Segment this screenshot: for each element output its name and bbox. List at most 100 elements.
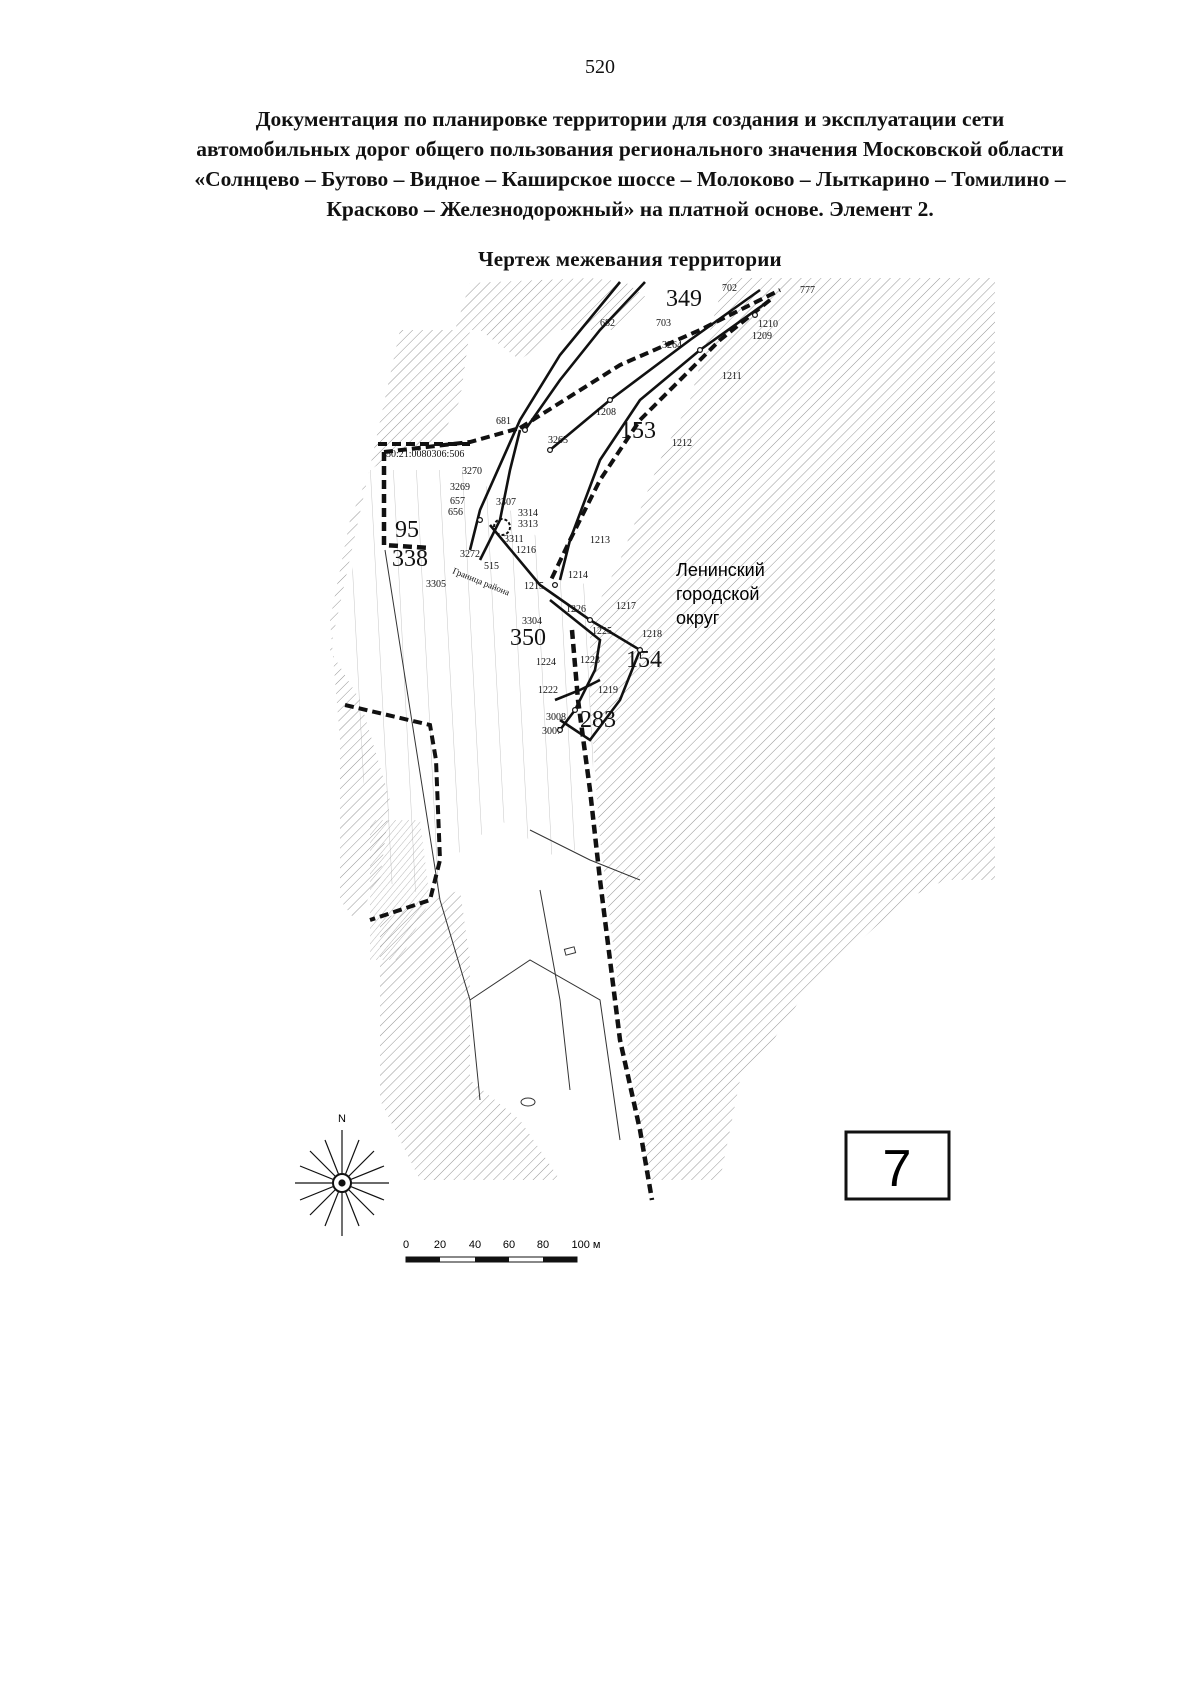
cadastral-line-3 [529, 829, 641, 881]
hatched-area-east [590, 278, 995, 1180]
boundary-dashed-153 [548, 298, 772, 583]
lined-area-center [340, 470, 600, 900]
road-line-8 [554, 678, 601, 702]
compass-rose: N [295, 1113, 389, 1236]
point-marker [521, 427, 528, 434]
point-label: 3269 [450, 482, 470, 493]
boundary-dashed-west [381, 452, 431, 551]
parcel-numbers: 349 153 95 338 350 154 283 [392, 286, 702, 733]
point-label: 682 [600, 318, 615, 329]
scale-tick-label: 40 [469, 1239, 481, 1251]
pond-outline [520, 1097, 536, 1107]
point-label: 1224 [536, 657, 556, 668]
scale-tick-label: 80 [537, 1239, 549, 1251]
boundary-lines [344, 288, 781, 1201]
point-marker [551, 581, 558, 588]
point-label: 777 [800, 285, 815, 296]
point-marker [586, 616, 593, 623]
point-label: 656 [448, 507, 463, 518]
parcel-number-95: 95 [395, 517, 419, 543]
title-line-2: автомобильных дорог общего пользования р… [196, 137, 1064, 161]
point-labels: 702 777 682 703 1210 1209 3264 1211 681 … [426, 283, 815, 737]
parcel-number-283: 283 [580, 707, 616, 733]
point-marker [556, 726, 563, 733]
road-line-1 [468, 281, 622, 551]
point-marker [636, 646, 643, 653]
cadastral-line-4 [539, 889, 571, 1091]
scale-tick-label: 60 [503, 1239, 515, 1251]
boundary-dashed-east [569, 629, 655, 1201]
point-marker [751, 312, 758, 319]
point-label: 3272 [460, 549, 480, 560]
point-label: 1211 [722, 371, 742, 382]
point-markers [477, 312, 758, 733]
scale-tick-label: 100 м [572, 1239, 601, 1251]
point-label: 1219 [598, 685, 618, 696]
region-label: Ленинский городской округ [676, 560, 765, 628]
scale-bar-segment [543, 1257, 577, 1262]
scale-tick-label: 20 [434, 1239, 446, 1251]
sheet-number-box: 7 [844, 1130, 951, 1201]
point-label: 3304 [522, 616, 542, 627]
hatched-area-north [455, 278, 650, 360]
scale-tick-label: 0 [403, 1239, 409, 1251]
cadastral-line-1 [384, 549, 481, 1101]
point-label: 1225 [592, 626, 612, 637]
region-label-line-3: округ [676, 608, 720, 628]
point-label: 1222 [538, 685, 558, 696]
point-label: 3264 [662, 340, 682, 351]
parcel-number-338: 338 [392, 546, 428, 572]
scale-bar: 0 20 40 60 80 100 м [403, 1239, 601, 1263]
boundary-dashed-road-north [518, 288, 781, 430]
scale-bar-segment [406, 1257, 440, 1262]
parcel-number-349: 349 [666, 286, 702, 312]
title-line-1: Документация по планировке территории дл… [255, 107, 1005, 131]
point-label: 1210 [758, 319, 778, 330]
point-label: 3270 [462, 466, 482, 477]
scale-bar-segment [475, 1257, 509, 1262]
region-label-line-2: городской [676, 584, 759, 604]
region-label-line-1: Ленинский [676, 560, 765, 580]
point-marker [606, 397, 613, 404]
cadastral-number-label: 50:21:0080306:506 [386, 449, 464, 460]
point-label: 1223 [580, 655, 600, 666]
point-label: 3007 [542, 726, 562, 737]
small-parcel-ring [493, 518, 511, 536]
compass-star-icon [295, 1130, 389, 1236]
point-label: 1217 [616, 601, 636, 612]
point-label: 1218 [642, 629, 662, 640]
parcel-number-350: 350 [510, 625, 546, 651]
point-label: 1226 [566, 604, 586, 615]
parcel-number-153: 153 [620, 418, 656, 444]
point-label: 3307 [496, 497, 516, 508]
point-marker [546, 447, 553, 454]
boundary-dashed-southwest [344, 703, 443, 922]
point-label: 1214 [568, 570, 588, 581]
title-line-3: «Солнцево – Бутово – Видное – Каширское … [194, 167, 1066, 191]
map-title: Чертеж межевания территории [478, 247, 782, 271]
point-label: 657 [450, 496, 465, 507]
scale-bar-ticks: 0 20 40 60 80 100 м [403, 1239, 601, 1251]
point-marker [696, 347, 703, 354]
point-label: 702 [722, 283, 737, 294]
document-title: Документация по планировке территории дл… [130, 104, 1130, 224]
point-label: 3313 [518, 519, 538, 530]
point-label: 703 [656, 318, 671, 329]
point-label: 1216 [516, 545, 536, 556]
point-label: 681 [496, 416, 511, 427]
point-label: 3314 [518, 508, 538, 519]
compass-north-label: N [338, 1113, 346, 1125]
sheet-number-frame [844, 1130, 951, 1201]
point-label: 1209 [752, 331, 772, 342]
building-outline [563, 946, 577, 956]
point-marker [571, 706, 578, 713]
road-line-7 [549, 598, 602, 731]
hatched-area-south [380, 890, 560, 1180]
point-label: 3008 [546, 712, 566, 723]
point-label: 1208 [596, 407, 616, 418]
point-label: 3305 [426, 579, 446, 590]
point-label: 3265 [548, 435, 568, 446]
title-line-4: Красково – Железнодорожный» на платной о… [326, 197, 934, 221]
cadastral-line-2 [469, 959, 621, 1141]
